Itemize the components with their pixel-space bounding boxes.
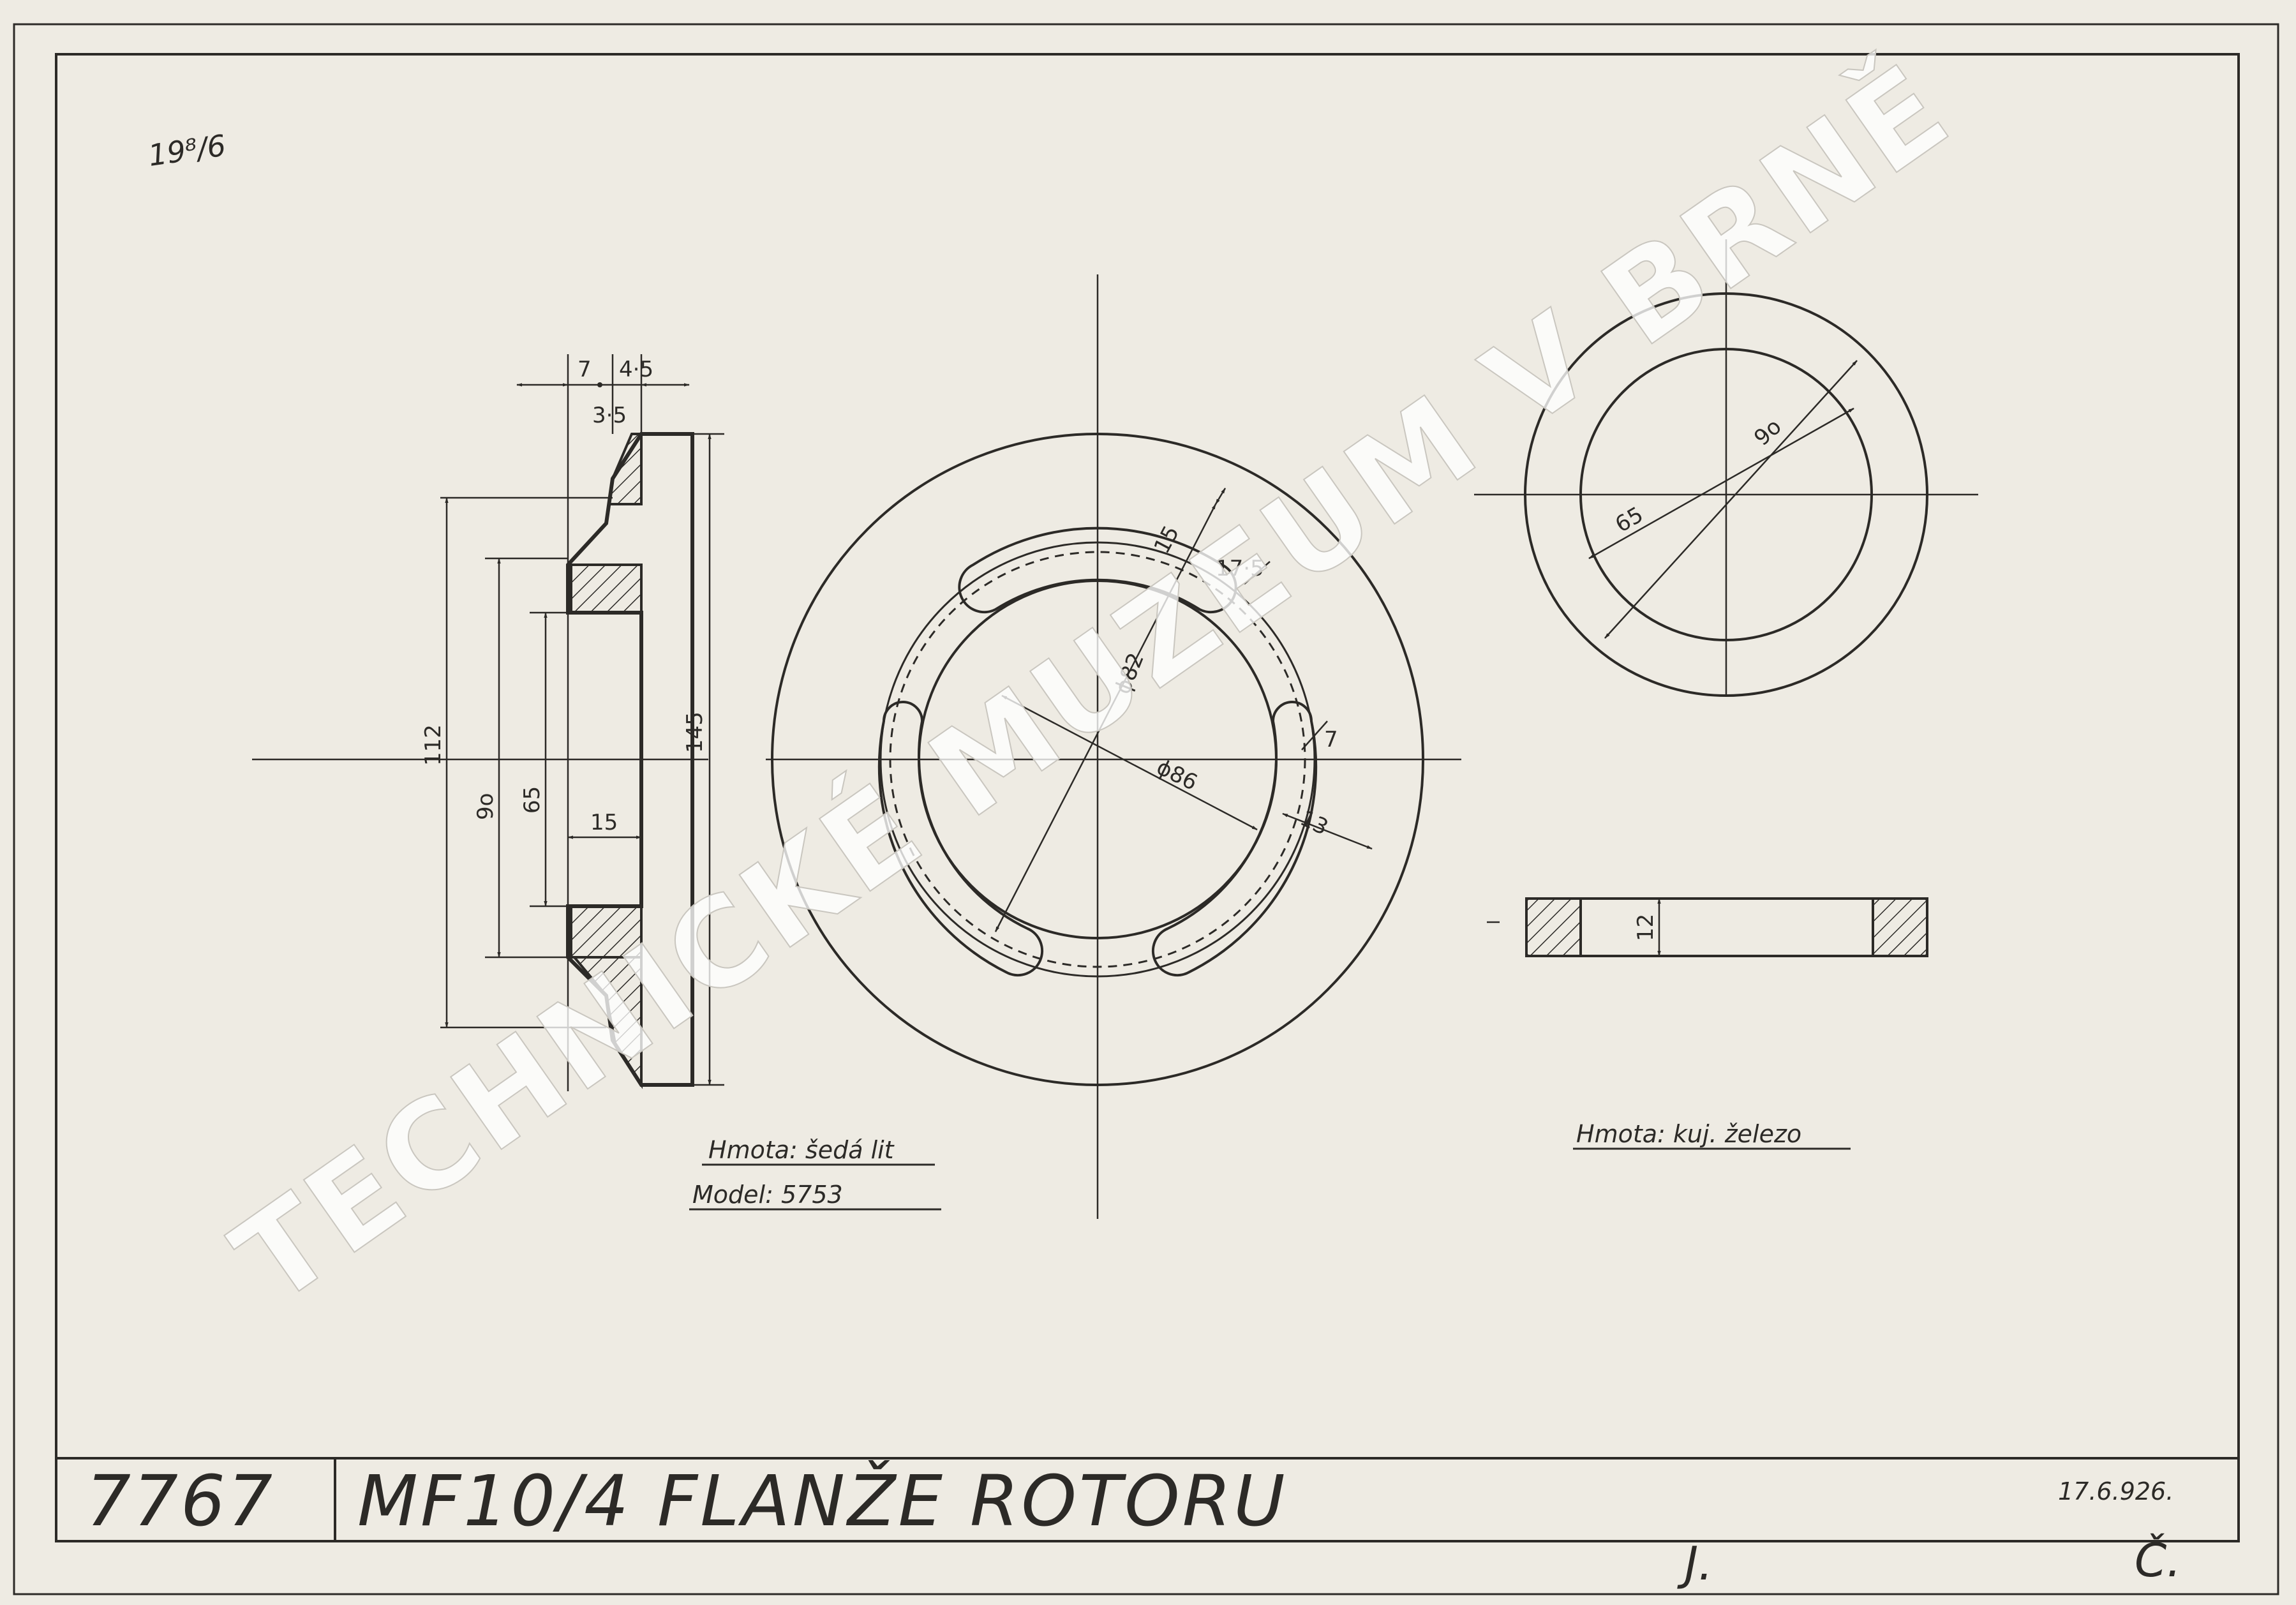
drawing-date: 17.6.926. <box>2058 1477 2173 1505</box>
section-view <box>252 354 724 1091</box>
dim-7: 7 <box>578 357 592 382</box>
type-code: MF10/4 <box>357 1460 631 1542</box>
dim-112: 112 <box>421 724 446 766</box>
drawing-title: FLANŽE ROTORU <box>657 1459 1288 1542</box>
ring-section-view <box>1487 897 1928 957</box>
dim-90-left: 9o <box>473 793 498 820</box>
front-view <box>766 274 1461 1219</box>
dim-3-5: 3·5 <box>592 403 627 428</box>
dim-12: 12 <box>1633 914 1659 941</box>
section-hatch-upper <box>608 433 643 505</box>
ring-view <box>1474 239 1978 697</box>
dim-15-left: 15 <box>590 810 618 835</box>
ring-hatch-left <box>1525 897 1582 957</box>
initial-right: Č. <box>2135 1534 2181 1587</box>
dim-7-right: 7 <box>1324 727 1338 752</box>
dim-4-5: 4·5 <box>619 357 653 382</box>
outer-border <box>13 23 2279 1595</box>
dim-65-left: 65 <box>519 786 545 814</box>
dim-17-5: 17·5 <box>1216 556 1264 581</box>
material-note-left: Hmota: šedá lit <box>708 1136 895 1164</box>
ring-hatch-right <box>1872 897 1928 957</box>
material-note-right: Hmota: kuj. železo <box>1576 1120 1801 1148</box>
title-block <box>56 1457 2239 1541</box>
inner-border <box>55 53 2240 1542</box>
dim-145: 145 <box>682 712 708 753</box>
drawing-number: 7767 <box>86 1460 275 1542</box>
model-note-left: Model: 5753 <box>692 1181 843 1209</box>
